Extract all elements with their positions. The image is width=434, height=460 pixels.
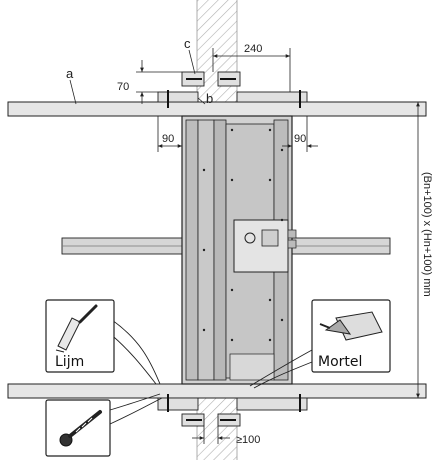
screw-callout bbox=[45, 393, 163, 457]
mortar-callout: Mortel bbox=[249, 299, 391, 389]
screw-icon bbox=[59, 410, 102, 447]
fixing-screws bbox=[167, 78, 301, 421]
dimension-min-100: ≥100 bbox=[236, 434, 260, 446]
label-b: b bbox=[206, 91, 213, 106]
trowel-icon bbox=[319, 311, 383, 341]
sliding-door-frame bbox=[181, 115, 297, 385]
label-c: c bbox=[184, 36, 191, 51]
glue-label: Lijm bbox=[55, 354, 84, 370]
dimension-70: 70 bbox=[117, 81, 129, 93]
top-beam bbox=[7, 71, 427, 117]
lock-mechanism bbox=[233, 219, 289, 273]
glue-callout: Lijm bbox=[45, 299, 161, 385]
paintbrush-icon bbox=[55, 304, 98, 353]
dimension-240: 240 bbox=[244, 43, 262, 55]
dimension-90-left: 90 bbox=[162, 133, 174, 145]
dimension-90-right: 90 bbox=[294, 133, 306, 145]
side-rail bbox=[61, 237, 391, 255]
dimension-overall: (Bn+100) x (Hn+100) mm bbox=[421, 172, 433, 297]
label-a: a bbox=[66, 66, 74, 81]
dimension-lines bbox=[69, 48, 426, 444]
mortar-label: Mortel bbox=[318, 354, 362, 370]
bottom-beam bbox=[7, 383, 427, 427]
